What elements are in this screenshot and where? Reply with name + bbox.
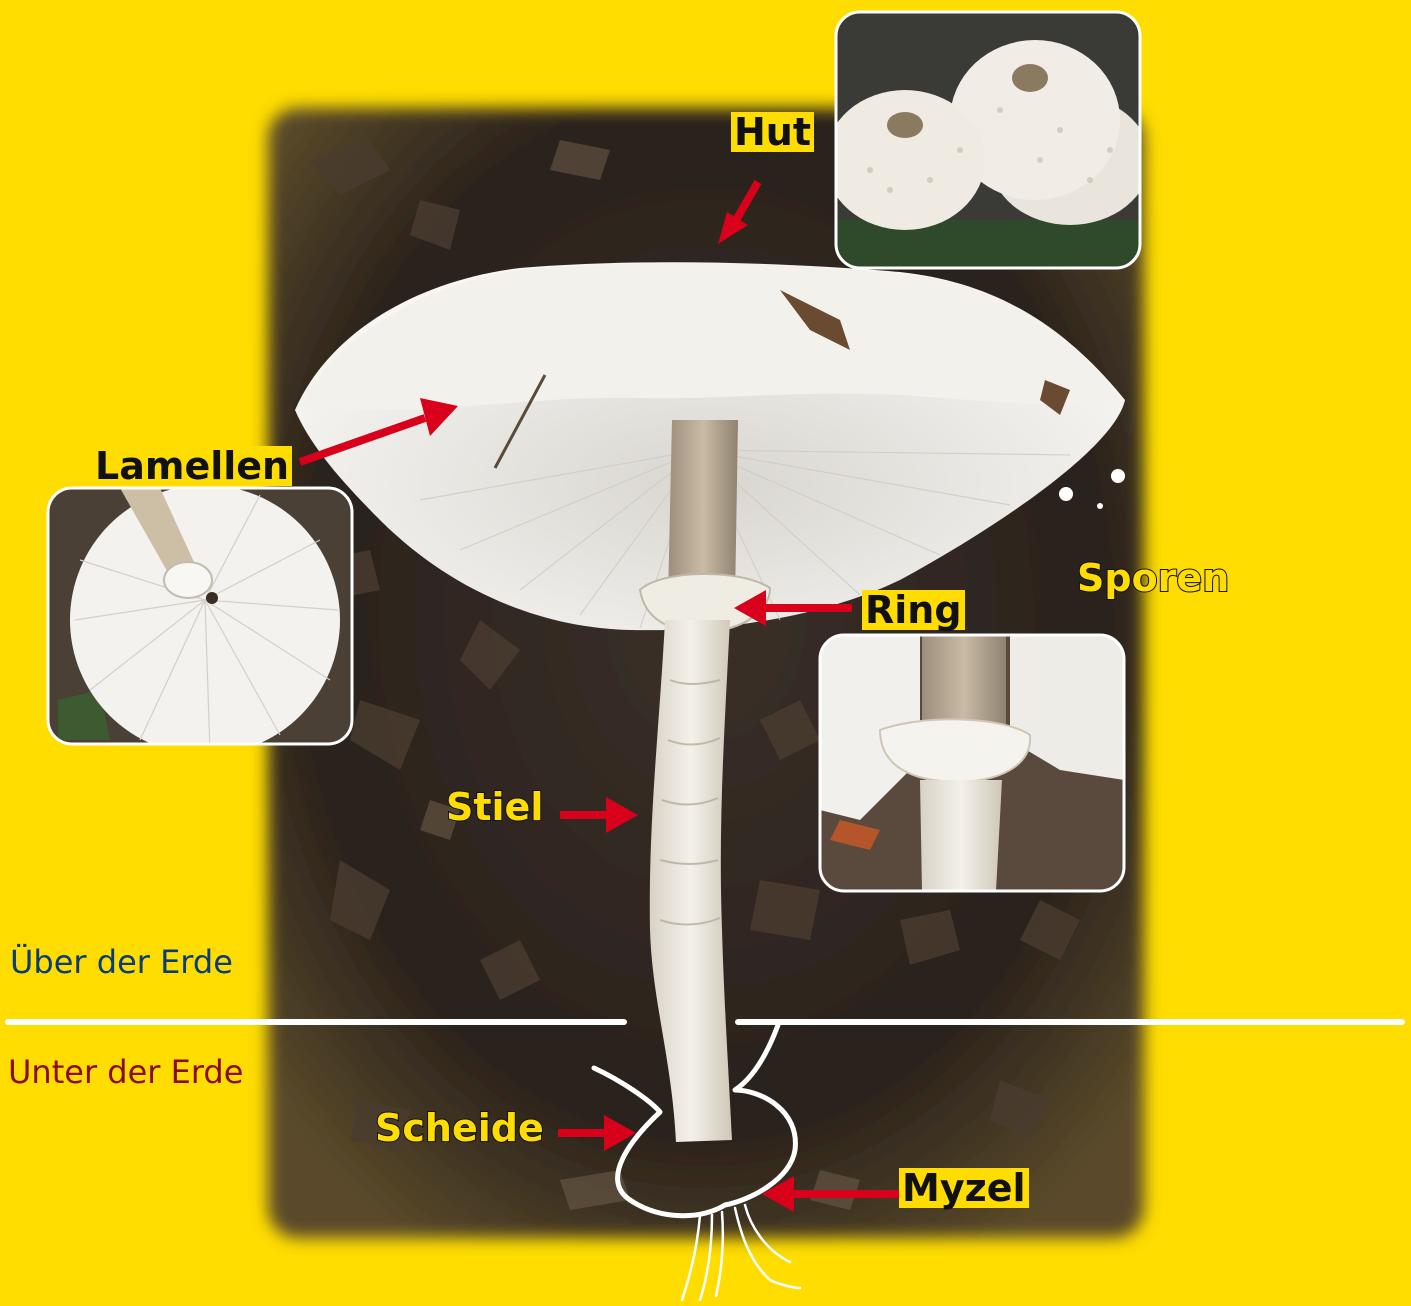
zone-above-ground: Über der Erde — [10, 946, 233, 978]
inset-gills-photo — [48, 485, 352, 755]
label-ring: Ring — [862, 590, 965, 630]
label-scheide: Scheide — [372, 1108, 547, 1148]
label-myzel: Myzel — [899, 1168, 1029, 1208]
inset-ring-photo — [820, 635, 1124, 891]
zone-below-ground: Unter der Erde — [8, 1056, 243, 1088]
inset-caps-photo — [825, 12, 1150, 268]
label-lamellen: Lamellen — [92, 446, 292, 486]
label-stiel: Stiel — [443, 787, 546, 827]
label-sporen: Sporen — [1074, 558, 1232, 598]
label-hut: Hut — [731, 112, 814, 152]
